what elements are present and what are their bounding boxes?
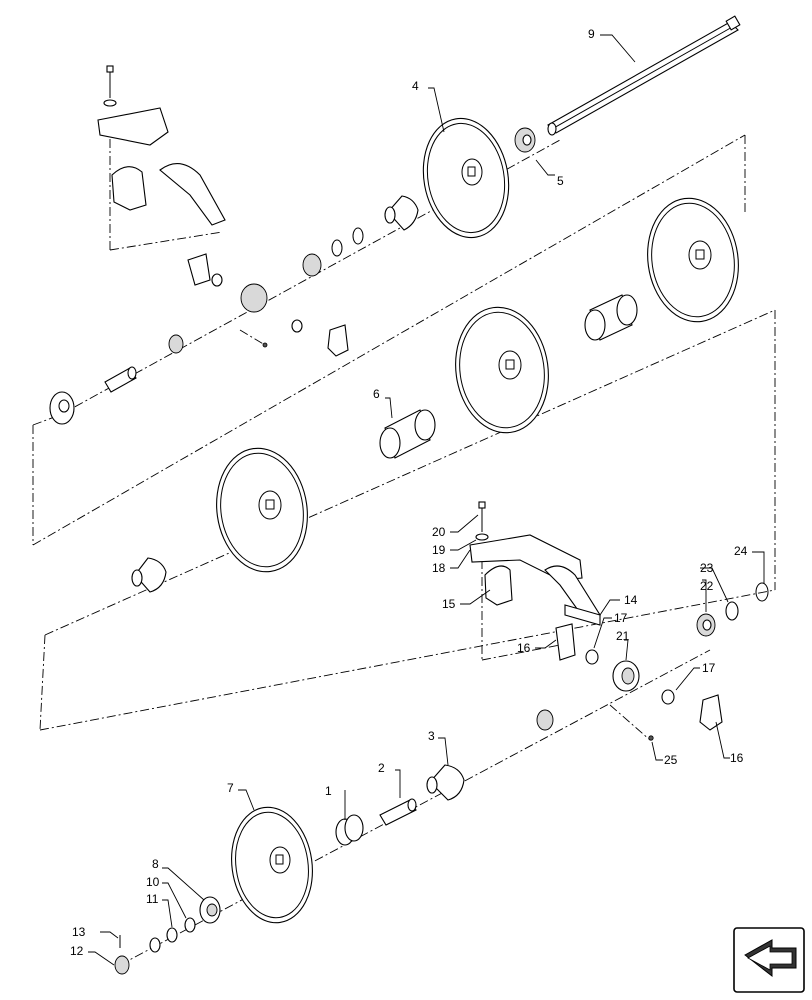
callout-2: 2 [378, 761, 385, 775]
callout-25: 25 [664, 753, 678, 767]
bearing-housing-21 [612, 660, 640, 692]
disc-blade-right [647, 197, 739, 323]
washer-23 [725, 601, 739, 621]
pin-upper [104, 366, 137, 393]
callout-9: 9 [588, 27, 595, 41]
bushing-17b [661, 689, 675, 705]
callout-6: 6 [373, 387, 380, 401]
spacer-spool-6 [379, 409, 436, 459]
callout-7: 7 [227, 781, 234, 795]
washer-11 [166, 927, 178, 943]
end-cap-left [49, 391, 75, 425]
spacer-spool-right [584, 294, 638, 341]
shaft [547, 15, 741, 136]
previous-page-arrow-icon[interactable] [733, 927, 805, 993]
callout-12: 12 [70, 944, 84, 958]
disc-blade-middle [455, 306, 549, 434]
callout-17: 17 [614, 611, 628, 625]
nut-12 [114, 955, 130, 975]
spool-1 [335, 814, 364, 846]
callout-19: 19 [432, 543, 446, 557]
washers-top-assembly [168, 227, 364, 354]
callout-3: 3 [428, 729, 435, 743]
washer-10 [184, 917, 196, 933]
callout-8: 8 [152, 857, 159, 871]
callout-labels: 1 2 3 4 5 6 7 8 9 10 11 12 13 14 15 16 1… [70, 27, 748, 958]
cone-3 [426, 764, 465, 801]
callout-11: 11 [146, 892, 159, 906]
flange-5 [514, 127, 536, 153]
cotter-25 [648, 735, 654, 741]
callout-22: 22 [700, 579, 714, 593]
callout-10: 10 [146, 875, 160, 889]
flange-8 [199, 896, 221, 924]
washer-extra [149, 937, 161, 953]
bushing-17a [585, 649, 599, 665]
callout-18: 18 [432, 561, 446, 575]
callout-5: 5 [557, 174, 564, 188]
callout-4: 4 [412, 79, 419, 93]
disc-blade-front [231, 806, 313, 924]
leader-lines [88, 34, 765, 966]
cone-top [384, 195, 419, 231]
disc-blade-left [216, 447, 308, 573]
callout-20: 20 [432, 525, 446, 539]
callout-14: 14 [624, 593, 638, 607]
callout-23: 23 [700, 561, 714, 575]
callout-17-secondary: 17 [702, 661, 716, 675]
assembly-axis-lines [32, 118, 776, 966]
callout-24: 24 [734, 544, 748, 558]
callout-13: 13 [72, 925, 86, 939]
snap-ring-24 [755, 582, 769, 602]
bracket-assembly-lower [469, 501, 723, 731]
callout-16: 16 [517, 641, 531, 655]
callout-1: 1 [325, 784, 332, 798]
cone-left [131, 557, 167, 593]
coupler-mid [536, 709, 554, 731]
bracket-assembly-upper [97, 65, 349, 357]
callout-15: 15 [442, 597, 456, 611]
callout-21: 21 [616, 629, 630, 643]
bearing-22 [696, 613, 716, 637]
callout-16-secondary: 16 [730, 751, 744, 765]
pin-2 [379, 798, 417, 826]
disc-blade-top [422, 117, 510, 239]
